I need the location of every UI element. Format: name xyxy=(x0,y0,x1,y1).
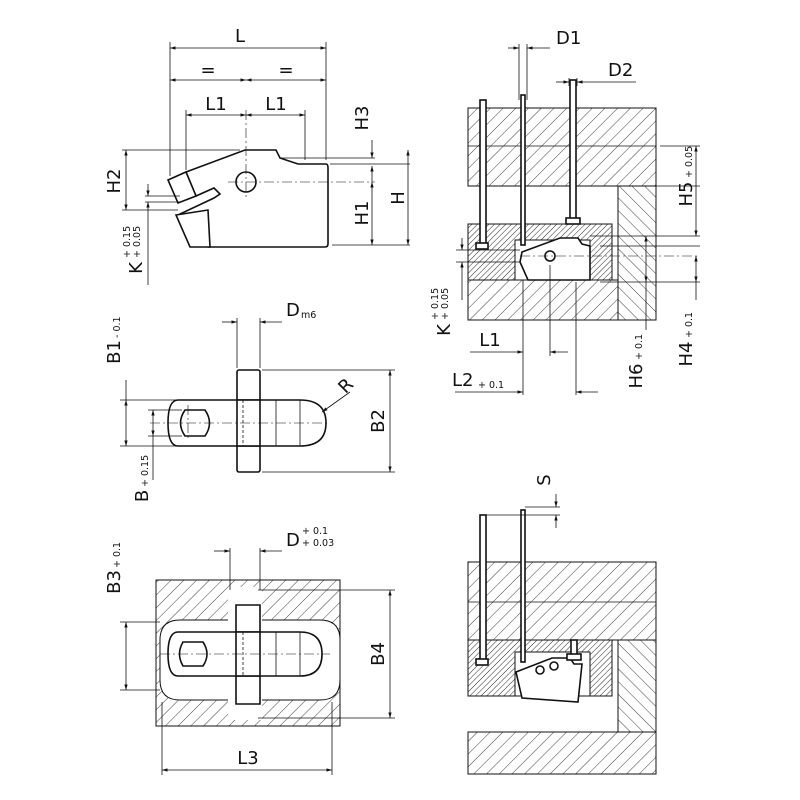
clip-tip xyxy=(166,170,198,205)
clip-lower-jaw xyxy=(174,209,211,248)
label-H: H xyxy=(388,191,409,205)
label-H6: H6 xyxy=(626,364,647,389)
dim-R xyxy=(321,391,351,413)
label-B3-group: B3 + 0.1 xyxy=(104,542,125,594)
mounted-clip xyxy=(519,237,591,281)
label-H5-tol: + 0.05 xyxy=(684,146,695,178)
side-view: L = = L1 L1 H3 H2 H1 H K + 0.15 + 0.05 xyxy=(104,26,410,285)
label-H4: H4 xyxy=(676,342,697,367)
label-H1: H1 xyxy=(352,201,373,226)
plate-bottom-2 xyxy=(467,731,657,775)
label-Dm: D xyxy=(286,300,300,321)
label-H5-group: H5 + 0.05 xyxy=(676,146,697,207)
label-S: S xyxy=(534,474,555,485)
label-R: R xyxy=(334,374,358,398)
label-B4: B4 xyxy=(368,642,389,666)
label-B1: B1 xyxy=(104,340,125,364)
label-L1-left: L1 xyxy=(205,94,226,115)
label-H6-tol: + 0.1 xyxy=(634,334,645,360)
label-B3: B3 xyxy=(104,570,125,594)
label-B-group: B + 0.15 xyxy=(132,455,153,502)
label-H6-group: H6 + 0.1 xyxy=(626,334,647,389)
label-eq-2: = xyxy=(278,60,293,81)
label-D2: D2 xyxy=(608,60,633,81)
label-L3: L3 xyxy=(237,748,258,769)
label-B: B xyxy=(132,490,153,502)
label-H4-group: H4 + 0.1 xyxy=(676,312,697,367)
label-K-group: K + 0.15 + 0.05 xyxy=(122,226,147,274)
plate-top-2 xyxy=(467,561,657,641)
label-Dm-sub: m6 xyxy=(301,310,316,321)
label-D: D xyxy=(286,530,300,551)
label-D-tol-bot: + 0.03 xyxy=(302,538,334,549)
label-K2: K xyxy=(434,323,455,336)
label-L2-tol: + 0.1 xyxy=(478,380,504,391)
mounted-section-view: D1 D2 H5 + 0.05 H4 + 0.1 H6 + 0.1 K + 0.… xyxy=(430,28,700,395)
label-D1: D1 xyxy=(556,28,581,49)
label-H3: H3 xyxy=(352,106,373,131)
slider-pocket-2 xyxy=(467,639,613,697)
label-K2-group: K + 0.15 + 0.05 xyxy=(430,288,455,336)
label-H5: H5 xyxy=(676,182,697,207)
ejected-section-view: S xyxy=(467,474,657,775)
label-K2-tol-top: + 0.15 xyxy=(430,288,441,320)
label-K-tol-top: + 0.15 xyxy=(122,226,133,258)
label-L1-mounted: L1 xyxy=(479,330,500,351)
label-Dm-group: D m6 xyxy=(286,300,316,321)
label-D-group: D + 0.1 + 0.03 xyxy=(286,526,334,551)
plate-top xyxy=(467,107,657,187)
ejected-clip xyxy=(515,657,583,703)
label-L1-right: L1 xyxy=(265,94,286,115)
label-B3-tol: + 0.1 xyxy=(112,542,123,568)
label-K: K xyxy=(126,261,147,274)
top-view: D m6 B1 - 0.1 B + 0.15 R B2 xyxy=(104,300,395,502)
label-eq-1: = xyxy=(200,60,215,81)
label-H2: H2 xyxy=(104,169,125,194)
plate-bottom xyxy=(467,279,619,321)
plate-side xyxy=(617,185,657,321)
label-B-tol: + 0.15 xyxy=(140,455,151,487)
label-L2: L2 xyxy=(452,370,473,391)
pocket-view: D + 0.1 + 0.03 B3 + 0.1 B4 L3 xyxy=(104,526,395,775)
label-B1-group: B1 - 0.1 xyxy=(104,316,125,363)
label-K-tol-bot: + 0.05 xyxy=(132,226,143,258)
label-D-tol-top: + 0.1 xyxy=(302,526,328,537)
label-L: L xyxy=(235,26,245,47)
plate-side-2 xyxy=(617,639,657,733)
label-L2-group: L2 + 0.1 xyxy=(452,370,504,391)
label-B1-tol: - 0.1 xyxy=(112,316,123,338)
label-H4-tol: + 0.1 xyxy=(684,312,695,338)
label-K2-tol-bot: + 0.05 xyxy=(440,288,451,320)
label-B2: B2 xyxy=(368,409,389,433)
